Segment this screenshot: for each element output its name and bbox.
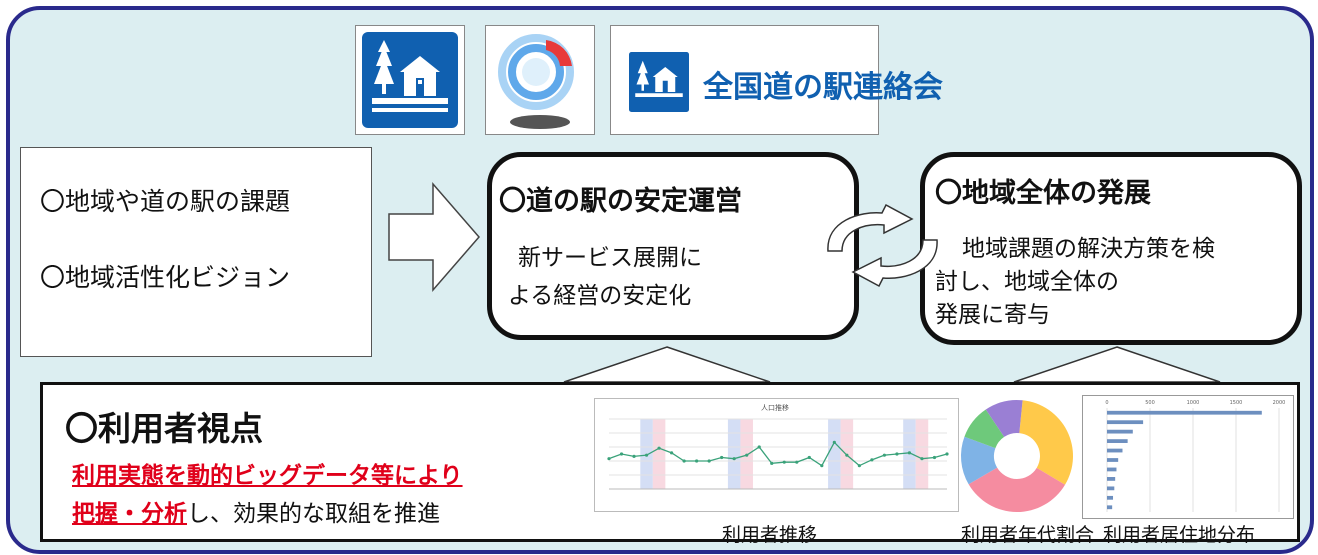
data-point xyxy=(732,457,736,461)
promotion-text: 把握・分析し、効果的な取組を推進 xyxy=(72,494,440,528)
tick-label: 1000 xyxy=(1187,400,1200,406)
regional-development-title: 〇地域全体の発展 xyxy=(935,178,1151,209)
regional-development-box xyxy=(920,152,1302,345)
tick-label: 2000 xyxy=(1273,400,1286,406)
bar xyxy=(1107,429,1133,434)
data-point xyxy=(720,455,724,460)
data-point xyxy=(770,461,774,465)
pie-slice xyxy=(961,436,998,485)
mlit-logo xyxy=(485,25,595,135)
data-point xyxy=(870,458,874,462)
support-triangle xyxy=(1013,346,1221,383)
data-point xyxy=(707,459,711,463)
support-triangle xyxy=(563,346,771,383)
regional-development-line: 地域課題の解決方策を検 xyxy=(962,236,1215,262)
data-point xyxy=(820,464,824,468)
data-point xyxy=(932,455,937,460)
data-point xyxy=(757,445,761,449)
bar xyxy=(1107,477,1116,481)
age-ratio-chart xyxy=(961,400,1073,512)
pie-slice xyxy=(968,467,1066,512)
data-point xyxy=(857,464,861,468)
bar xyxy=(1107,458,1119,462)
tick-label: 500 xyxy=(1145,400,1155,406)
chart-caption: 利用者居住地分布 xyxy=(1103,524,1256,546)
data-point xyxy=(607,457,611,461)
tick-label: 0 xyxy=(1105,400,1108,406)
data-point xyxy=(907,451,912,455)
chart-band xyxy=(652,419,666,489)
tick-label: 1500 xyxy=(1230,400,1243,406)
right-arrow xyxy=(388,181,480,293)
chart-band xyxy=(727,419,741,489)
michinoeki-logo xyxy=(355,25,465,135)
bar xyxy=(1107,448,1123,453)
data-point xyxy=(619,452,624,456)
data-point xyxy=(644,453,649,457)
bar xyxy=(1107,420,1144,425)
org-name: 全国道の駅連絡会 xyxy=(703,70,943,105)
chart-band xyxy=(915,419,929,489)
bar xyxy=(1107,410,1262,415)
renrakukai-logo: 全国道の駅連絡会 xyxy=(610,25,943,135)
promotion-rest: し、効果的な取組を推進 xyxy=(187,501,440,527)
data-point xyxy=(882,453,887,457)
pie-slice xyxy=(964,409,1005,449)
data-point xyxy=(682,459,686,463)
user-trend-plot: 人口推移 xyxy=(607,403,949,490)
data-point xyxy=(745,453,749,457)
data-point xyxy=(657,446,661,450)
data-point xyxy=(632,454,636,458)
regional-development-line: 討し、地域全体の xyxy=(935,269,1119,295)
data-point xyxy=(782,460,786,464)
bar xyxy=(1107,505,1113,510)
residence-chart xyxy=(1082,395,1294,519)
bar xyxy=(1107,439,1128,443)
bar xyxy=(1107,467,1117,472)
regional-development-line: 発展に寄与 xyxy=(935,302,1050,328)
chart-caption: 利用者年代割合 xyxy=(961,524,1095,546)
bar xyxy=(1107,486,1115,491)
bar xyxy=(1107,495,1114,500)
data-point xyxy=(807,455,811,460)
data-point xyxy=(945,452,949,456)
stable-operation-box xyxy=(487,152,859,340)
issues-box xyxy=(20,147,372,357)
issues-item: 〇地域や道の駅の課題 xyxy=(40,187,291,216)
data-point xyxy=(832,440,836,444)
chart-caption: 利用者推移 xyxy=(722,524,818,546)
series-line xyxy=(608,441,948,467)
pie-slice xyxy=(1019,400,1073,485)
emphasis-text: 利用実態を動的ビッグデータ等により xyxy=(72,463,463,489)
data-point xyxy=(795,460,799,464)
chart-title: 人口推移 xyxy=(761,403,789,412)
chart-band xyxy=(828,419,841,489)
vision-item: 〇地域活性化ビジョン xyxy=(40,263,291,292)
residence-plot: 0 500 1000 1500 2000 xyxy=(1105,400,1286,512)
pie-slice xyxy=(985,400,1023,437)
data-point xyxy=(845,453,849,457)
data-point xyxy=(920,457,924,461)
cycle-arrows-icon xyxy=(827,203,938,288)
data-point xyxy=(695,459,699,463)
stable-operation-line: よる経営の安定化 xyxy=(508,283,692,309)
emphasis-text: 把握・分析 xyxy=(72,501,187,527)
data-point xyxy=(895,452,899,456)
stable-operation-line: 新サービス展開に xyxy=(518,245,702,271)
data-point xyxy=(669,451,674,455)
stable-operation-title: 〇道の駅の安定運営 xyxy=(499,186,742,217)
user-perspective-title: 〇利用者視点 xyxy=(65,409,263,448)
